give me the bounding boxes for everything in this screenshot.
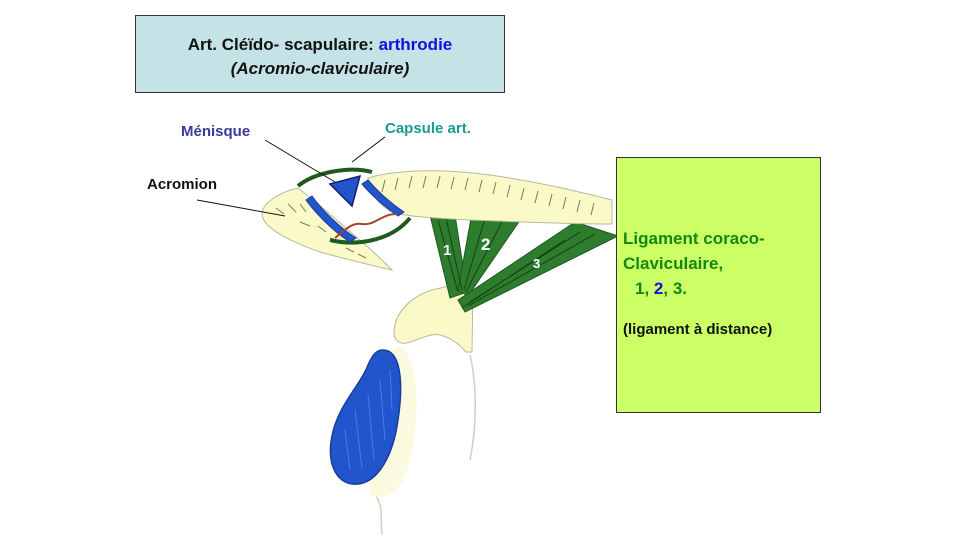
- clavicle-hatching: [381, 175, 595, 216]
- ligament-title-line2: Claviculaire,: [623, 254, 724, 273]
- label-acromion: Acromion: [147, 176, 218, 193]
- ligament-numbers-prefix: 1,: [635, 279, 654, 298]
- acromion: [261, 187, 394, 271]
- ligament-numbers-suffix: , 3.: [663, 279, 687, 298]
- ligament-number-1: 1: [443, 242, 451, 259]
- glenoid-cavity: [329, 349, 402, 485]
- label-menisque: Ménisque: [181, 123, 251, 140]
- ligament-numbers-line: 1, 2, 3.: [623, 276, 820, 301]
- ligament-bundle: [429, 212, 620, 313]
- clavicle: [367, 170, 613, 225]
- ligament-note: (ligament à distance): [623, 321, 773, 338]
- meniscus: [328, 174, 362, 208]
- ligament-info-box: Ligament coraco- Claviculaire, 1, 2, 3. …: [616, 157, 821, 413]
- title-box: Art. Cléïdo- scapulaire: arthrodie (Acro…: [135, 15, 505, 93]
- title-accent: arthrodie: [378, 35, 453, 54]
- ligament-number-3: 3: [533, 256, 540, 271]
- leader-acromion: [196, 199, 286, 217]
- glenoid-texture: [344, 369, 393, 471]
- leader-capsule: [351, 136, 386, 163]
- title-subtitle: (Acromio-claviculaire): [230, 59, 410, 78]
- joint-capsule-bottom: [329, 216, 412, 245]
- clavicular-cartilage: [361, 179, 405, 217]
- joint-capsule-top: [296, 167, 373, 188]
- ligament-numbers-mid: 2: [653, 279, 664, 298]
- ligament-number-2: 2: [481, 235, 490, 254]
- synovial-line: [334, 213, 397, 239]
- title-line: Art. Cléïdo- scapulaire: arthrodie: [136, 33, 504, 57]
- label-capsule: Capsule art.: [385, 120, 471, 137]
- coracoid-process: [393, 279, 473, 353]
- leader-menisque: [264, 139, 336, 183]
- ligament-title-line1: Ligament coraco-: [623, 229, 765, 248]
- title-prefix: Art. Cléïdo- scapulaire:: [187, 35, 379, 54]
